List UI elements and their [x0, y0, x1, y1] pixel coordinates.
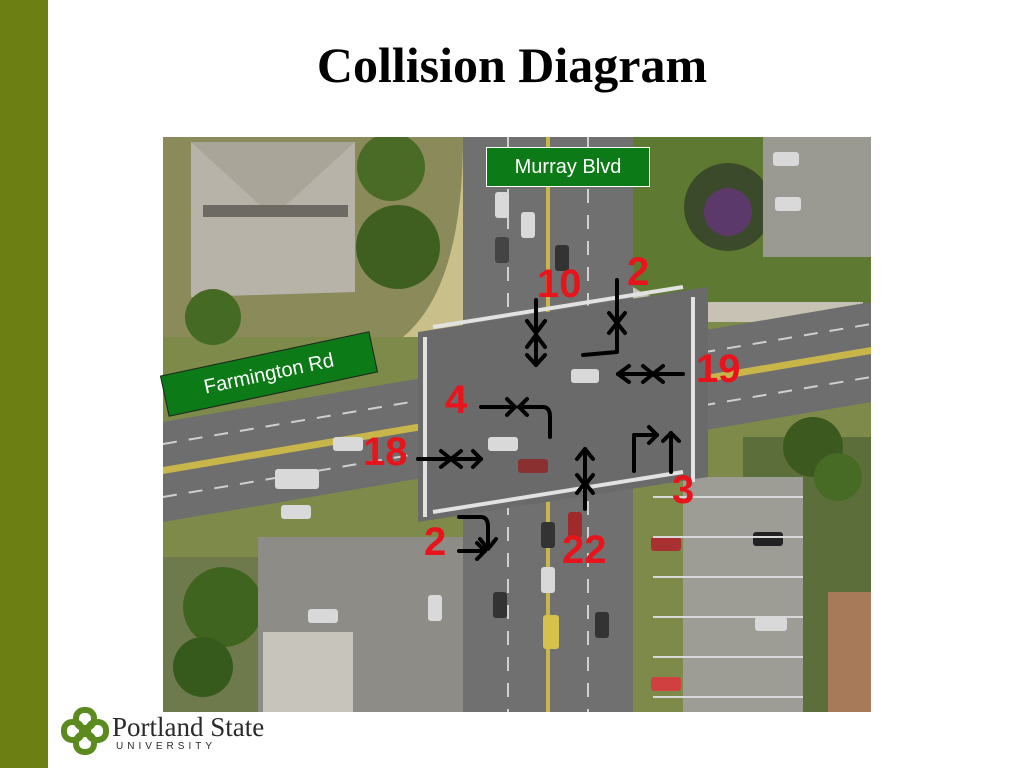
collision-count-label: 18 — [363, 430, 408, 474]
collision-count-label: 22 — [562, 528, 607, 572]
collision-count-label: 4 — [445, 378, 468, 422]
collision-count-label: 2 — [627, 250, 650, 294]
collision-count-label: 19 — [696, 347, 741, 391]
aerial-intersection-photo — [163, 137, 871, 712]
university-subtitle: UNIVERSITY — [116, 741, 217, 752]
street-label-murray-blvd: Murray Blvd — [486, 147, 650, 187]
collision-count-label: 3 — [672, 468, 695, 512]
psu-knot-icon — [61, 707, 109, 755]
university-name: Portland State — [112, 712, 265, 742]
collision-count-label: 2 — [424, 520, 447, 564]
slide-title: Collision Diagram — [316, 37, 708, 93]
collision-count-label: 10 — [537, 262, 582, 306]
accent-sidebar — [0, 0, 48, 768]
